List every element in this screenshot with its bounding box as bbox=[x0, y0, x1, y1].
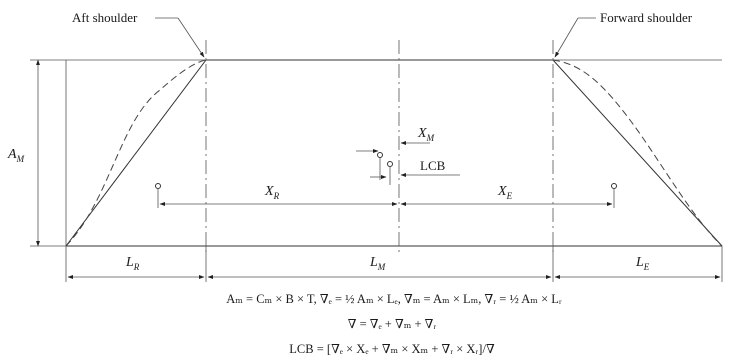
forward-shoulder-label: Forward shoulder bbox=[600, 10, 693, 25]
xm-label: XM bbox=[417, 126, 435, 143]
aft-shoulder-leader bbox=[177, 17, 205, 58]
area-curve-dashed-aft bbox=[65, 59, 207, 247]
aft-shoulder-label: Aft shoulder bbox=[72, 10, 138, 25]
equation-line-3: LCB = [∇ₑ × Xₑ + ∇ₘ × Xₘ + ∇ᵣ × Xᵣ]/∇ bbox=[289, 342, 495, 356]
area-curve-straight bbox=[65, 59, 723, 247]
lcb-label: LCB bbox=[420, 158, 446, 173]
lm-label: LM bbox=[369, 255, 386, 272]
forward-centroid-point bbox=[611, 183, 617, 189]
lr-label: LR bbox=[125, 255, 140, 272]
xr-label: XR bbox=[264, 184, 280, 201]
am-label: AM bbox=[7, 147, 25, 164]
aft-centroid-point bbox=[155, 183, 161, 189]
forward-shoulder-leader bbox=[554, 17, 579, 58]
xe-label: XE bbox=[497, 184, 513, 201]
equation-line-2: ∇ = ∇ₑ + ∇ₘ + ∇ᵣ bbox=[348, 317, 437, 331]
lcb-point bbox=[387, 161, 393, 167]
area-curve-dashed-forward bbox=[552, 59, 723, 247]
midship-centroid-point bbox=[377, 152, 383, 158]
equation-line-1: Aₘ = Cₘ × B × T, ∇ₑ = ½ Aₘ × Lₑ, ∇ₘ = Aₘ… bbox=[226, 292, 562, 306]
le-label: LE bbox=[635, 255, 650, 272]
